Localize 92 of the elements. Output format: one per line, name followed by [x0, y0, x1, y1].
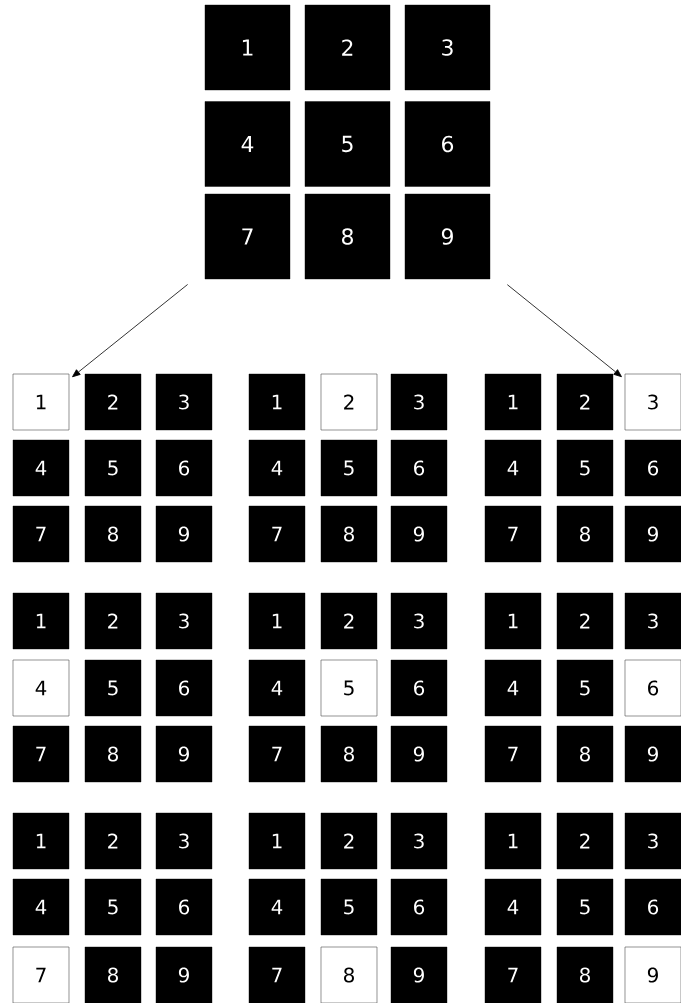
number-tile: 6: [155, 659, 213, 717]
number-tile: 9: [155, 946, 213, 1003]
number-tile: 8: [84, 505, 142, 563]
number-tile: 5: [84, 878, 142, 936]
number-tile: 5: [304, 101, 391, 187]
number-tile: 4: [248, 439, 306, 497]
number-tile: 1: [248, 592, 306, 650]
number-tile: 8: [320, 946, 378, 1003]
number-tile: 1: [248, 812, 306, 870]
number-tile: 5: [556, 659, 614, 717]
number-tile: 6: [155, 439, 213, 497]
number-tile: 8: [320, 725, 378, 783]
number-tile: 8: [84, 946, 142, 1003]
number-tile: 3: [390, 812, 448, 870]
number-tile: 2: [556, 592, 614, 650]
number-tile: 1: [484, 373, 542, 431]
number-tile: 8: [304, 193, 391, 280]
number-tile: 7: [12, 946, 70, 1003]
number-tile: 9: [404, 193, 491, 280]
number-tile: 6: [390, 878, 448, 936]
number-tile: 1: [12, 812, 70, 870]
number-tile: 9: [390, 725, 448, 783]
number-tile: 3: [624, 592, 681, 650]
number-tile: 2: [84, 812, 142, 870]
number-tile: 7: [12, 725, 70, 783]
number-tile: 9: [624, 725, 681, 783]
number-tile: 4: [248, 659, 306, 717]
number-tile: 5: [320, 659, 378, 717]
number-tile: 9: [155, 505, 213, 563]
number-tile: 4: [12, 439, 70, 497]
number-tile: 7: [248, 946, 306, 1003]
number-tile: 4: [484, 659, 542, 717]
number-tile: 6: [404, 101, 491, 187]
number-tile: 9: [624, 946, 681, 1003]
number-tile: 6: [624, 659, 681, 717]
number-tile: 3: [624, 812, 681, 870]
number-tile: 9: [390, 946, 448, 1003]
number-tile: 3: [624, 373, 681, 431]
number-tile: 2: [84, 373, 142, 431]
number-tile: 9: [390, 505, 448, 563]
number-tile: 8: [556, 946, 614, 1003]
number-tile: 3: [155, 592, 213, 650]
number-tile: 4: [12, 659, 70, 717]
number-tile: 5: [556, 439, 614, 497]
number-tile: 8: [556, 505, 614, 563]
number-tile: 3: [155, 373, 213, 431]
number-tile: 2: [84, 592, 142, 650]
number-tile: 1: [12, 373, 70, 431]
number-tile: 5: [320, 878, 378, 936]
number-tile: 2: [556, 373, 614, 431]
number-tile: 5: [320, 439, 378, 497]
number-tile: 7: [204, 193, 291, 280]
number-tile: 6: [155, 878, 213, 936]
number-tile: 5: [84, 659, 142, 717]
number-tile: 2: [320, 812, 378, 870]
number-tile: 7: [484, 946, 542, 1003]
number-tile: 2: [556, 812, 614, 870]
number-tile: 5: [84, 439, 142, 497]
number-tile: 3: [155, 812, 213, 870]
number-tile: 3: [404, 4, 491, 91]
number-tile: 5: [556, 878, 614, 936]
number-tile: 4: [248, 878, 306, 936]
number-tile: 2: [320, 373, 378, 431]
number-tile: 4: [204, 101, 291, 187]
arrow: [72, 284, 189, 378]
number-tile: 9: [624, 505, 681, 563]
number-tile: 6: [390, 659, 448, 717]
number-tile: 4: [484, 878, 542, 936]
number-tile: 3: [390, 373, 448, 431]
arrow: [506, 284, 622, 378]
number-tile: 8: [556, 725, 614, 783]
number-tile: 8: [84, 725, 142, 783]
number-tile: 7: [12, 505, 70, 563]
number-tile: 7: [248, 505, 306, 563]
number-tile: 1: [484, 812, 542, 870]
number-tile: 9: [155, 725, 213, 783]
number-tile: 6: [390, 439, 448, 497]
number-tile: 7: [248, 725, 306, 783]
number-tile: 8: [320, 505, 378, 563]
number-tile: 7: [484, 505, 542, 563]
number-tile: 6: [624, 878, 681, 936]
number-tile: 2: [320, 592, 378, 650]
number-tile: 4: [12, 878, 70, 936]
number-tile: 1: [484, 592, 542, 650]
number-tile: 6: [624, 439, 681, 497]
number-tile: 1: [204, 4, 291, 91]
number-tile: 1: [248, 373, 306, 431]
number-tile: 7: [484, 725, 542, 783]
number-tile: 1: [12, 592, 70, 650]
number-tile: 3: [390, 592, 448, 650]
number-tile: 2: [304, 4, 391, 91]
number-tile: 4: [484, 439, 542, 497]
